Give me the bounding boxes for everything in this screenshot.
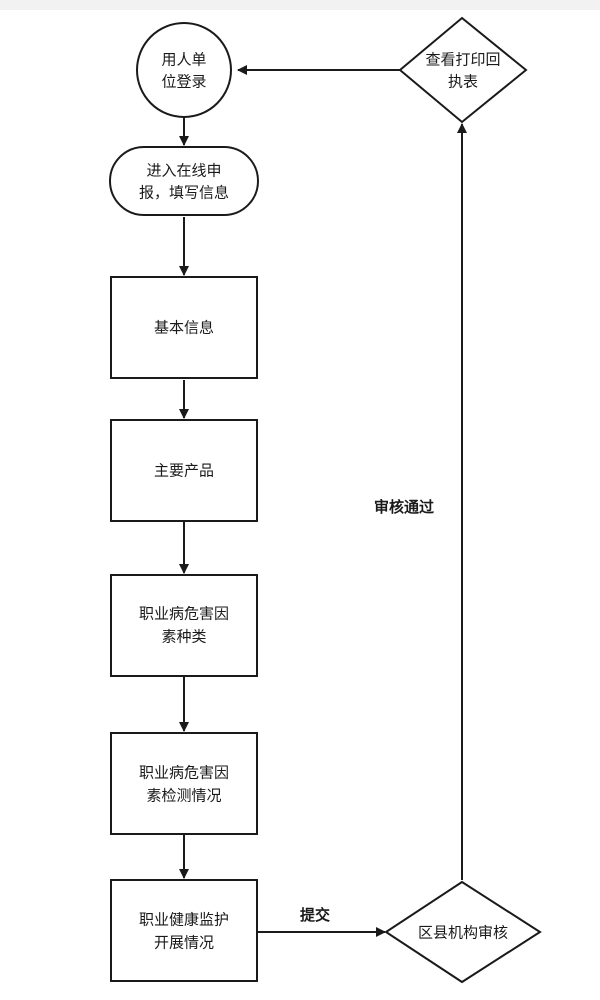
node-health-monitoring-line-2: 开展情况 (154, 934, 214, 952)
node-county-review-shape (384, 880, 542, 984)
top-strip (0, 0, 600, 10)
node-health-monitoring: 职业健康监护 开展情况 (110, 879, 258, 982)
node-main-products-line-1: 主要产品 (154, 462, 214, 480)
node-hazard-types: 职业病危害因 素种类 (110, 574, 258, 677)
node-health-monitoring-line-1: 职业健康监护 (139, 911, 229, 929)
node-hazard-types-line-2: 素种类 (161, 628, 206, 646)
node-hazard-types-shape (110, 574, 258, 677)
node-hazard-detection-shape (110, 732, 258, 835)
node-login-shape (136, 22, 232, 118)
node-print-receipt-line-2: 执表 (448, 73, 478, 91)
node-online-apply-shape (109, 146, 259, 216)
connectors (179, 65, 467, 937)
node-county-review-line-1: 区县机构审核 (418, 924, 508, 942)
edge-label-submit: 提交 (300, 906, 330, 924)
node-health-monitoring-shape (110, 879, 258, 982)
node-basic-info: 基本信息 (110, 276, 258, 379)
node-online-apply: 进入在线申 报，填写信息 (109, 146, 259, 216)
node-login-line-1: 用人单 (161, 51, 206, 69)
node-login: 用人单 位登录 (136, 22, 232, 118)
node-print-receipt-shape (398, 16, 528, 124)
node-main-products-shape (110, 419, 258, 522)
node-basic-info-shape (110, 276, 258, 379)
node-online-apply-line-2: 报，填写信息 (139, 184, 229, 202)
node-online-apply-line-1: 进入在线申 (146, 162, 221, 180)
node-basic-info-line-1: 基本信息 (154, 319, 214, 337)
node-county-review: 区县机构审核 (384, 880, 542, 984)
node-hazard-detection: 职业病危害因 素检测情况 (110, 732, 258, 835)
node-hazard-detection-line-1: 职业病危害因 (139, 764, 229, 782)
node-print-receipt: 查看打印回 执表 (398, 16, 528, 124)
node-hazard-types-line-1: 职业病危害因 (139, 605, 229, 623)
node-login-line-2: 位登录 (161, 73, 206, 91)
node-main-products: 主要产品 (110, 419, 258, 522)
node-print-receipt-line-1: 查看打印回 (425, 51, 500, 69)
node-hazard-detection-line-2: 素检测情况 (146, 787, 221, 805)
edge-label-approved: 审核通过 (374, 498, 434, 516)
